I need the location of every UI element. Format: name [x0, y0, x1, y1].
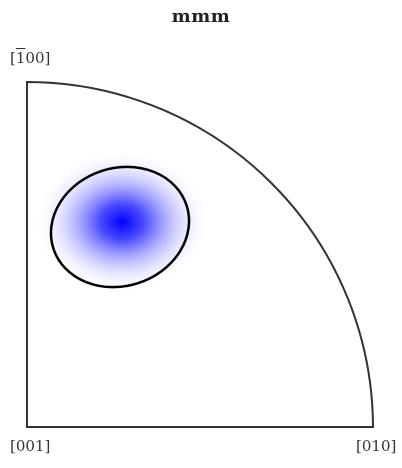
figure-title: mmm	[171, 6, 231, 27]
label-top-bar-digit: 1	[15, 49, 26, 67]
label-top-rest: 00]	[25, 49, 51, 67]
label-010: [010]	[356, 437, 397, 455]
sector-outline	[26, 80, 375, 428]
label-bar1-00: [100]	[10, 49, 50, 67]
label-001: [001]	[10, 437, 51, 455]
density-contour	[49, 165, 191, 289]
density-blob	[34, 150, 210, 294]
label-top-open: [	[10, 49, 16, 67]
